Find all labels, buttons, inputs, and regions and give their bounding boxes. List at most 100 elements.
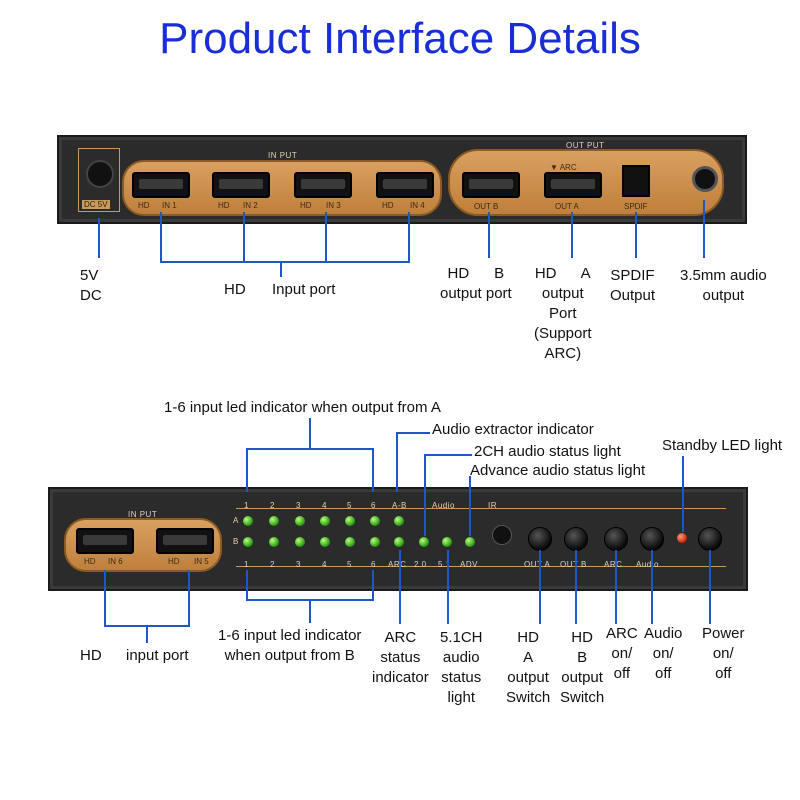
callout-line: [98, 218, 100, 258]
port-label: IN 4: [410, 201, 425, 210]
led-num: 3: [296, 501, 301, 510]
button-label: Audio: [636, 560, 659, 569]
dc-jack: [86, 160, 114, 188]
led-num: 2: [270, 560, 275, 569]
power-button[interactable]: [698, 527, 722, 551]
callout-standby: Standby LED light: [662, 437, 783, 454]
callout-dc: 5V DC: [80, 267, 102, 304]
callout-spdif: SPDIF Output: [610, 267, 656, 304]
port-label: HD: [382, 201, 394, 210]
led-arc: [394, 537, 404, 547]
callout-line: [160, 212, 162, 262]
led-num: 2: [270, 501, 275, 510]
port-label: HD: [84, 557, 96, 566]
led-frame-bottom: [236, 566, 726, 567]
led-num: 5: [347, 501, 352, 510]
output-group-label: OUT PUT: [566, 141, 605, 150]
callout-line: [325, 212, 327, 262]
port-label: IN 1: [162, 201, 177, 210]
led-num: 2.0: [414, 560, 427, 569]
callout-arc-onoff: ARC on/ off: [606, 625, 638, 682]
callout-line: [309, 418, 311, 450]
port-label: IN 5: [194, 557, 209, 566]
out-label: SPDIF: [624, 202, 648, 211]
out-b-button[interactable]: [564, 527, 588, 551]
callout-line: [424, 454, 426, 536]
input-group-label: IN PUT: [268, 151, 298, 160]
callout-audio: 3.5mm audio output: [680, 267, 767, 304]
led-a-b: [394, 516, 404, 526]
callout-line: [651, 550, 653, 624]
button-label: OUT A: [524, 560, 551, 569]
hdmi-in3-port: [294, 172, 352, 198]
callout-advance: Advance audio status light: [470, 462, 646, 479]
led-num: ARC: [388, 560, 407, 569]
out-a-button[interactable]: [528, 527, 552, 551]
led-num: 6: [371, 501, 376, 510]
callout-line: [447, 550, 449, 624]
hdmi-in4-port: [376, 172, 434, 198]
led-b5: [345, 537, 355, 547]
callout-line: [243, 212, 245, 262]
callout-out-b: HD B output port: [440, 265, 512, 302]
callout-line: [488, 212, 490, 258]
arc-label: ▼ ARC: [550, 163, 577, 172]
callout-line: [571, 212, 573, 258]
callout-line: [246, 570, 248, 600]
port-label: HD: [300, 201, 312, 210]
callout-input-port: Input port: [272, 281, 336, 298]
led-51ch: [442, 537, 452, 547]
callout-line: [575, 550, 577, 624]
callout-leds-a: 1-6 input led indicator when output from…: [164, 399, 441, 416]
audio-button[interactable]: [640, 527, 664, 551]
arc-button[interactable]: [604, 527, 628, 551]
page-title: Product Interface Details: [159, 14, 641, 63]
led-num: Audio: [432, 501, 455, 510]
callout-audio-onoff: Audio on/ off: [644, 625, 683, 682]
callout-line: [615, 550, 617, 624]
callout-audio-extractor: Audio extractor indicator: [432, 421, 594, 438]
hdmi-in1-port: [132, 172, 190, 198]
callout-line: [246, 448, 248, 492]
callout-line: [396, 432, 398, 492]
hdmi-out-a-port: [544, 172, 602, 198]
row-label-a: A: [233, 516, 239, 525]
led-num: IR: [488, 501, 497, 510]
led-b6: [370, 537, 380, 547]
callout-line: [146, 625, 148, 643]
led-num: 1: [244, 501, 249, 510]
led-a4: [320, 516, 330, 526]
led-a2: [269, 516, 279, 526]
led-num: A-B: [392, 501, 407, 510]
led-num: 4: [322, 501, 327, 510]
callout-line: [372, 570, 374, 600]
callout-line: [309, 599, 311, 623]
hdmi-in2-port: [212, 172, 270, 198]
input-group-label: IN PUT: [128, 510, 158, 519]
callout-hd: HD: [80, 647, 102, 664]
port-label: HD: [168, 557, 180, 566]
led-b3: [295, 537, 305, 547]
led-num: 6: [371, 560, 376, 569]
led-b4: [320, 537, 330, 547]
callout-leds-b: 1-6 input led indicator when output from…: [218, 627, 362, 664]
ir-receiver: [492, 525, 512, 545]
led-a6: [370, 516, 380, 526]
dc-label: DC 5V: [82, 200, 110, 209]
callout-line: [703, 200, 705, 258]
led-2ch: [419, 537, 429, 547]
led-a3: [295, 516, 305, 526]
callout-2ch: 2CH audio status light: [474, 443, 621, 460]
dc-jack-frame: [78, 148, 120, 212]
callout-line: [399, 550, 401, 624]
callout-line: [188, 570, 190, 626]
callout-out-a: HD A output Port (Support ARC): [534, 265, 592, 362]
callout-line: [396, 432, 430, 434]
led-num: 3: [296, 560, 301, 569]
hdmi-out-b-port: [462, 172, 520, 198]
callout-arc-status: ARC status indicator: [372, 629, 429, 686]
spdif-port: [622, 165, 650, 197]
callout-line: [539, 550, 541, 624]
port-label: IN 3: [326, 201, 341, 210]
callout-line: [372, 448, 374, 492]
